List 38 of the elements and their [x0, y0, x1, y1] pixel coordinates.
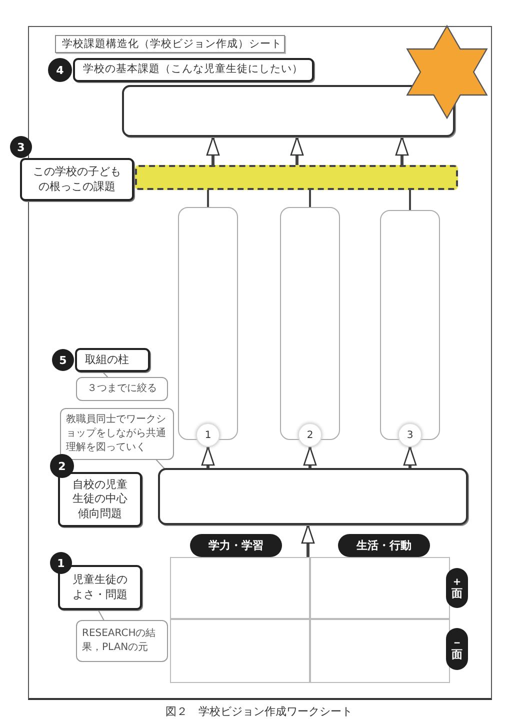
- pillar-column: [380, 210, 440, 440]
- connector-line: [409, 190, 411, 210]
- number-badge: 3: [10, 136, 32, 158]
- arrow: [303, 446, 317, 468]
- step-label: この学校の子どもの根っこの課題: [20, 158, 134, 201]
- arrow: [206, 136, 220, 165]
- arrow: [290, 136, 304, 165]
- number-badge: 4: [48, 58, 72, 82]
- arrow: [201, 446, 215, 468]
- step-label: 学校の基本課題（こんな児童生徒にしたい）: [73, 58, 314, 82]
- root-issue-band: [135, 165, 458, 190]
- arrow: [403, 446, 417, 468]
- number-badge: 5: [52, 349, 74, 371]
- goal-box: [122, 85, 455, 137]
- number-badge: 1: [50, 552, 72, 574]
- number-circle: 3: [398, 423, 422, 447]
- grid-cell: [310, 557, 450, 619]
- arrow: [301, 524, 315, 557]
- grid-cell: [310, 619, 450, 683]
- number-circle: 2: [298, 423, 322, 447]
- pillar-column: [178, 207, 238, 440]
- connector-line: [309, 190, 311, 207]
- pillar-column: [280, 207, 340, 440]
- grid-cell: [170, 619, 310, 683]
- connector-line: [207, 190, 209, 207]
- category-tab: 生活・行動: [338, 534, 430, 557]
- step-label: 自校の児童生徒の中心傾向問題: [58, 472, 142, 527]
- goal-box: [158, 468, 468, 525]
- arrow: [395, 136, 409, 165]
- figure-caption: 図２ 学校ビジョン作成ワークシート: [164, 704, 354, 719]
- number-badge: 2: [50, 454, 74, 478]
- grid-cell: [170, 557, 310, 619]
- category-tab: 学力・学習: [190, 534, 282, 557]
- number-circle: 1: [196, 423, 220, 447]
- sheet-title: 学校課題構造化（学校ビジョン作成）シート: [55, 35, 285, 53]
- side-tab: ＋面: [446, 568, 468, 608]
- side-tab: －面: [446, 628, 468, 670]
- speech-callout: RESEARCHの結果，PLANの元: [76, 620, 168, 662]
